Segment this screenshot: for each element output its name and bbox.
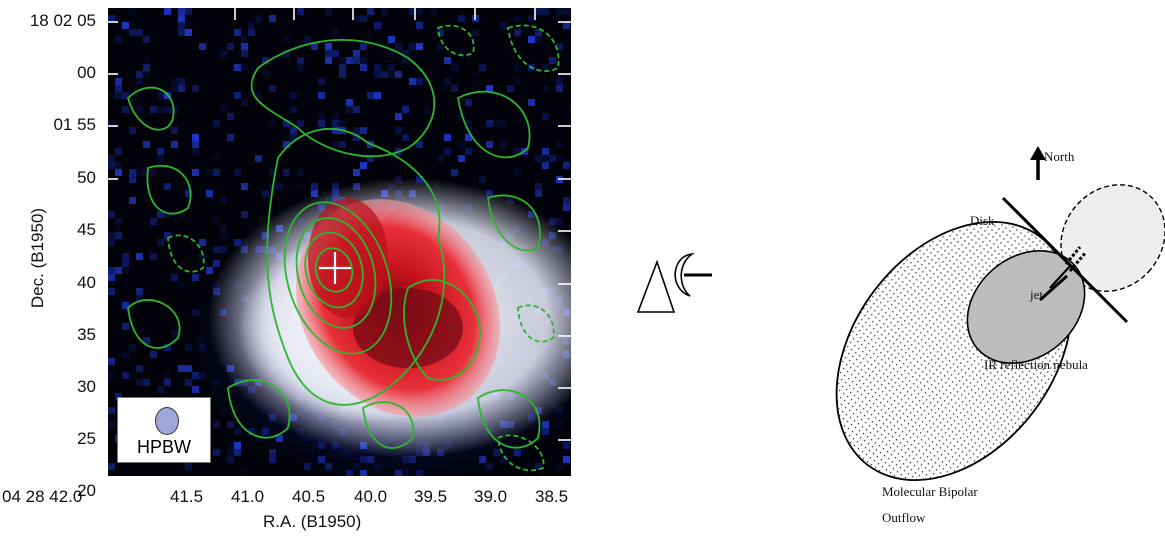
x-tick-label: 40.0: [354, 487, 388, 506]
beam-label: HPBW: [137, 437, 191, 457]
y-axis-title: Dec. (B1950): [28, 207, 47, 309]
beam-size-inset: HPBW: [117, 397, 211, 463]
beam-ellipse: [155, 407, 179, 435]
jet: [1039, 246, 1088, 302]
ir-reflection-nebula-red: [295, 198, 501, 417]
y-tick-label: 00: [77, 63, 96, 82]
source-cross-marker: [319, 252, 351, 284]
observation-map: HPBW: [108, 8, 571, 476]
x-axis-title: R.A. (B1950): [263, 512, 362, 531]
y-tick-label: 20: [77, 481, 96, 500]
map-image: [108, 8, 571, 476]
y-tick-label: 45: [77, 220, 96, 239]
y-tick-label: 18 02 05: [29, 11, 96, 30]
y-tick-label: 01 55: [53, 115, 96, 134]
x-tick-label: 04 28 42.0: [2, 487, 83, 506]
y-tick-label: 35: [77, 325, 96, 344]
outflow-label-line2: Outflow: [882, 510, 926, 525]
co-contours: [126, 24, 560, 472]
north-arrow-icon: [1030, 146, 1046, 180]
x-tick-label: 41.5: [170, 487, 204, 506]
north-label: North: [1044, 149, 1075, 164]
axis-ticks: [108, 8, 571, 441]
radio-telescope-icon: [636, 252, 712, 313]
jet-label: jet: [1030, 287, 1043, 302]
x-tick-label: 39.0: [474, 487, 508, 506]
x-tick-label: 40.5: [292, 487, 326, 506]
disk-line: [1001, 196, 1129, 324]
ir-nebula-label: IR reflection nebula: [984, 357, 1088, 372]
y-tick-label: 40: [77, 273, 96, 292]
y-tick-label: 50: [77, 168, 96, 187]
x-tick-label: 38.5: [535, 487, 569, 506]
y-tick-label: 25: [77, 429, 96, 448]
y-tick-label: 30: [77, 377, 96, 396]
outflow-schematic: [835, 146, 1165, 481]
x-tick-label: 41.0: [231, 487, 265, 506]
x-tick-label: 39.5: [414, 487, 448, 506]
outflow-label-line1: Molecular Bipolar: [882, 484, 978, 499]
disk-label: Disk: [970, 213, 995, 228]
